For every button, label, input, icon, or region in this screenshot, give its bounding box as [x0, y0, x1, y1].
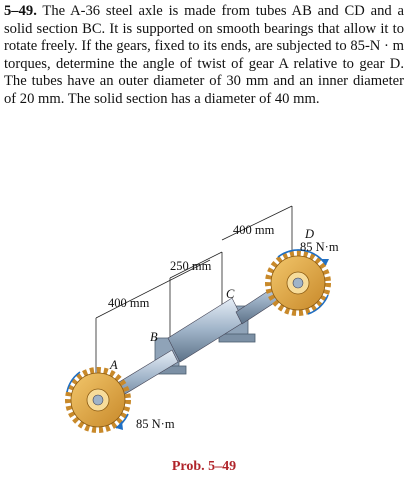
point-d-label: D [304, 227, 314, 241]
problem-line-3: that allow it to rotate freely. If the g… [4, 20, 404, 55]
problem-line-6: of 30 mm and an inner diameter of 20 mm.… [4, 73, 404, 107]
axle-figure: 400 mm 250 mm 400 mm D 85 N·m C B A 85 N… [65, 205, 339, 433]
problem-statement: 5–49. The A-36 steel axle is made from t… [4, 3, 404, 109]
point-b-label: B [150, 330, 158, 344]
point-c-label: C [226, 287, 235, 301]
dimension-cd-label: 400 mm [233, 223, 275, 237]
point-a-label: A [109, 358, 118, 372]
problem-line-4: subjected to 85-N · m torques, determine… [4, 38, 404, 72]
problem-number: 5–49. [4, 3, 37, 19]
torque-a-label: 85 N·m [136, 417, 175, 431]
gear-d [265, 249, 331, 316]
problem-line-7: has a diameter of 40 mm. [171, 90, 320, 107]
gear-a [65, 367, 131, 433]
problem-line-2: and a solid section BC. It is supported … [4, 3, 405, 37]
dimension-bc-label: 250 mm [170, 259, 212, 273]
problem-line-5: gear A relative to gear D. The tubes hav… [4, 55, 404, 90]
dimension-ab-label: 400 mm [108, 296, 150, 310]
torque-d-label: 85 N·m [300, 240, 339, 254]
problem-line-1: The A-36 steel axle is made from tubes A… [42, 3, 365, 19]
figure-caption: Prob. 5–49 [171, 459, 237, 474]
